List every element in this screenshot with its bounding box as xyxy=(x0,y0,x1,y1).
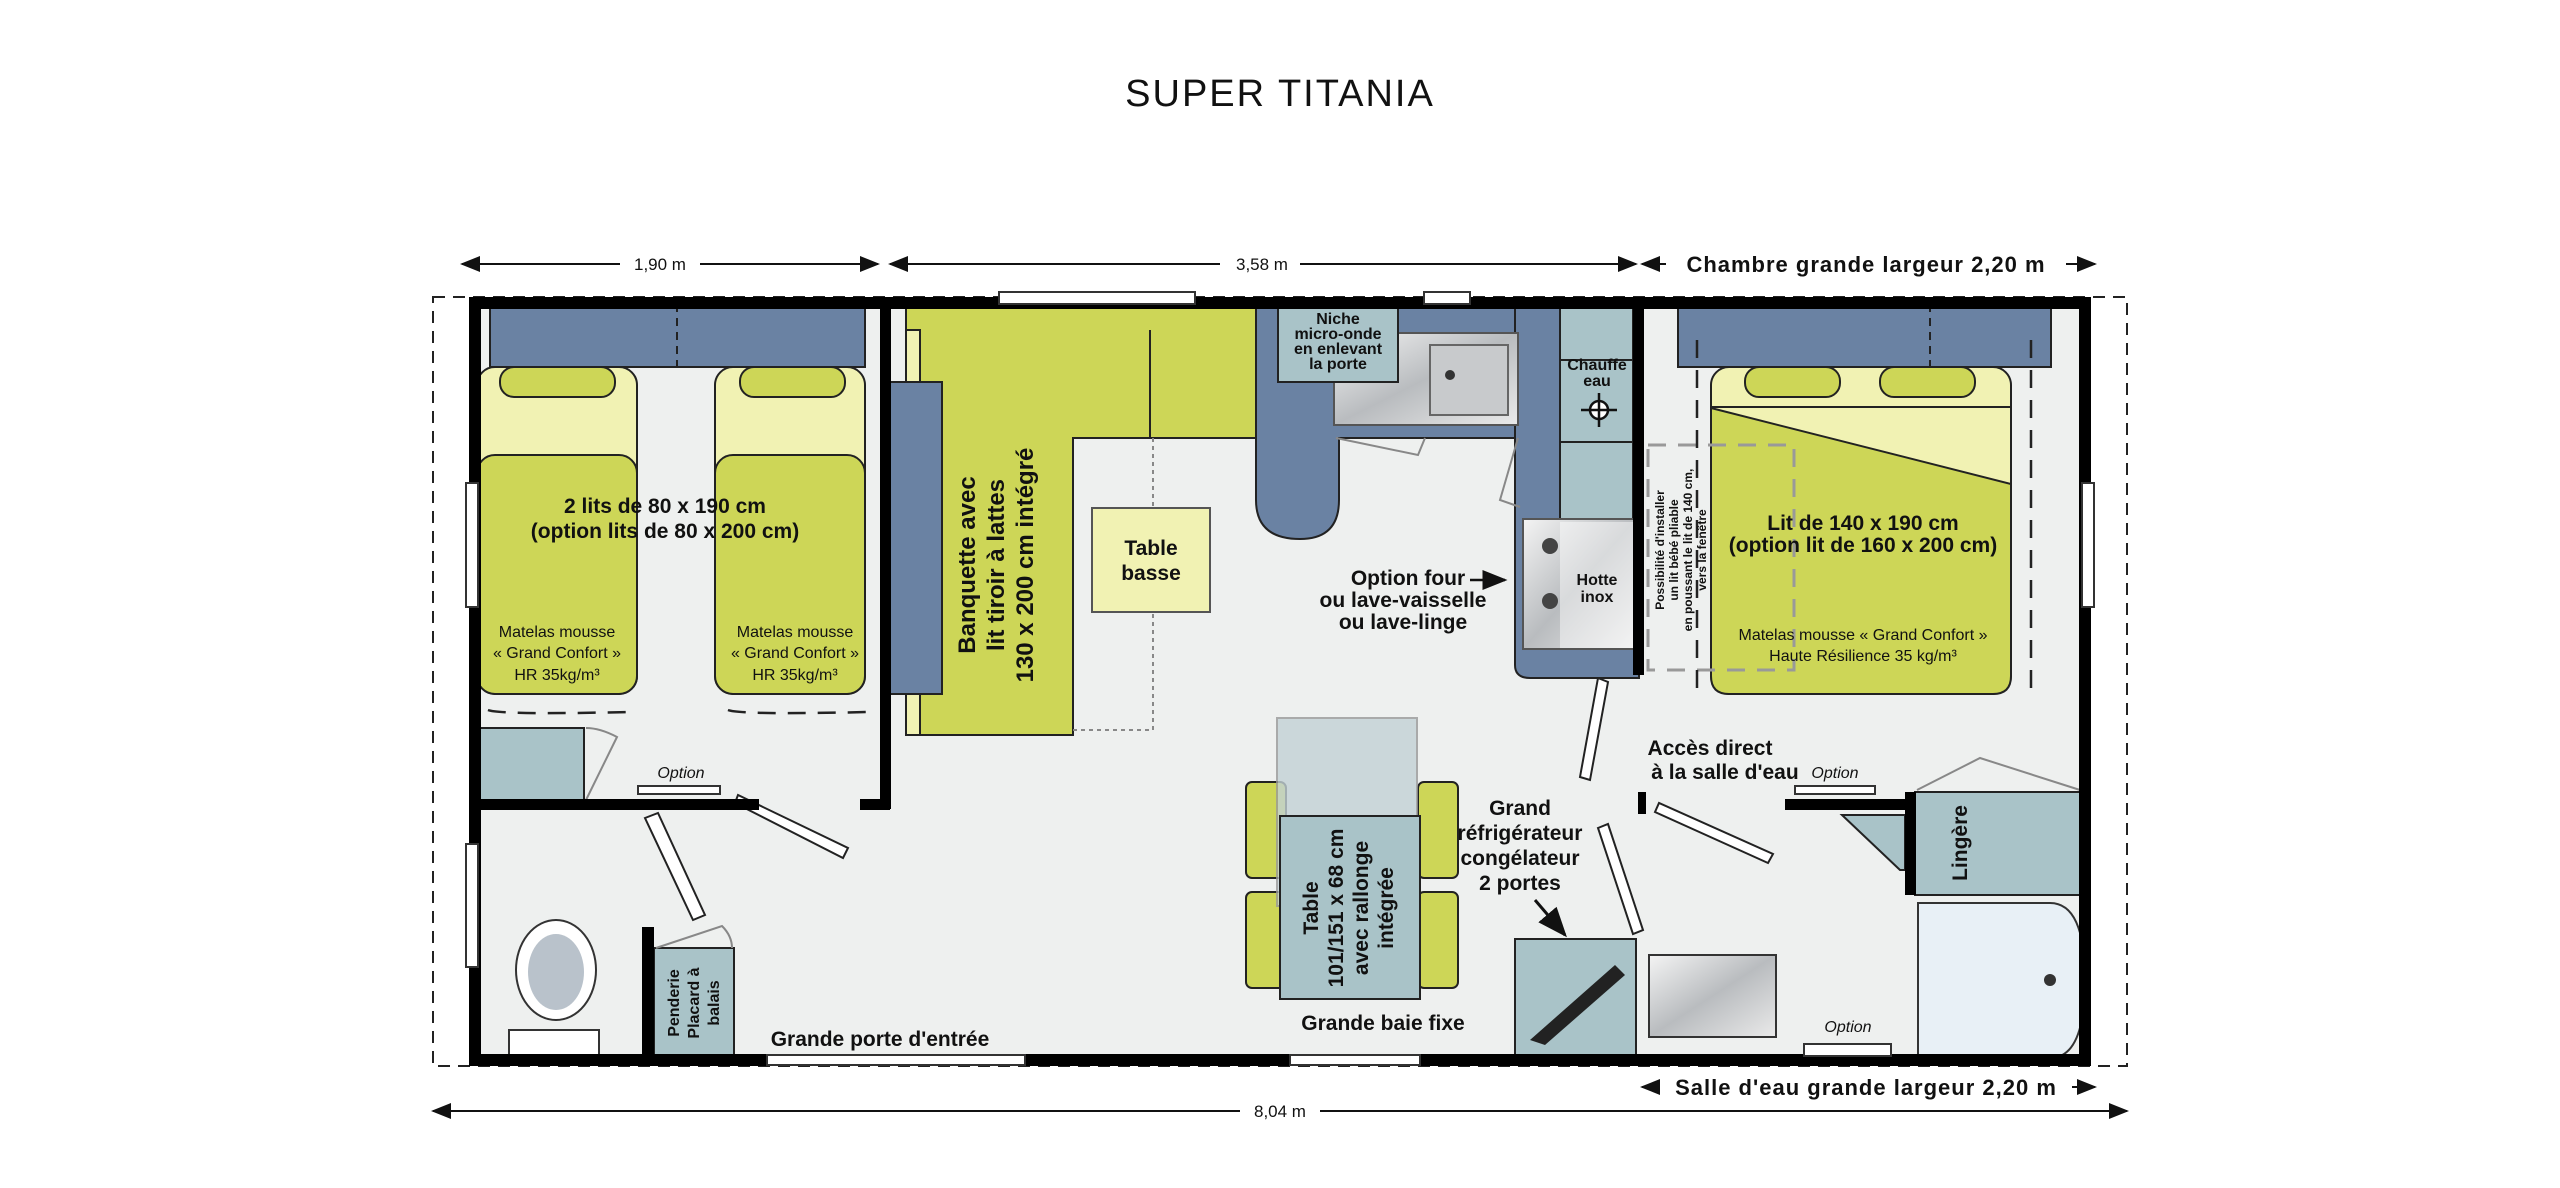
coffee-table-label: basse xyxy=(1121,562,1181,585)
oven-option-label: ou lave-vaisselle xyxy=(1320,589,1487,612)
oven-option-label: Option four xyxy=(1351,567,1465,590)
microwave-niche xyxy=(1277,303,1399,383)
dining-table-label: intégrée xyxy=(1375,867,1398,949)
closet-label: balais xyxy=(706,980,723,1025)
closet-label: Placard à xyxy=(686,967,703,1038)
coffee-table xyxy=(1091,507,1211,613)
niche-label: micro-onde xyxy=(1294,326,1381,343)
twin-bedroom: 2 lits de 80 x 190 cm (option lits de 80… xyxy=(476,303,869,801)
fridge-label: 2 portes xyxy=(1479,872,1561,895)
mattress-label: « Grand Confort » xyxy=(493,645,621,662)
hood-label: inox xyxy=(1581,589,1614,606)
direct-access-label: à la salle d'eau xyxy=(1651,761,1798,784)
linen-label: Lingère xyxy=(1949,805,1972,881)
mattress-label: « Grand Confort » xyxy=(731,645,859,662)
twin-bed-option: (option lits de 80 x 200 cm) xyxy=(531,520,799,543)
option-label: Option xyxy=(1811,765,1858,782)
baby-cot-note: Possibilité d'installer xyxy=(1653,490,1667,610)
dimension-lines: 1,90 m 3,58 m Chambre grande largeur 2,2… xyxy=(431,248,2129,1123)
water-heater-label: eau xyxy=(1583,373,1611,390)
dim-bathroom: Salle d'eau grande largeur 2,20 m xyxy=(1675,1075,2057,1100)
dining-table xyxy=(1279,815,1421,1000)
dim-left-bedroom: 1,90 m xyxy=(634,255,686,274)
washbasin xyxy=(1648,954,1777,1038)
baby-cot-note: vers la fenêtre xyxy=(1695,509,1709,591)
dim-total: 8,04 m xyxy=(1254,1102,1306,1121)
baby-cot-note: un lit bébé pliable xyxy=(1667,499,1681,601)
plan-title: SUPER TITANIA xyxy=(1125,73,1435,115)
closet-label: Penderie xyxy=(666,969,683,1037)
hob xyxy=(1522,518,1637,650)
mattress-label: Matelas mousse xyxy=(737,624,854,641)
master-bed-size: Lit de 140 x 190 cm xyxy=(1767,512,1958,535)
mattress-label: HR 35kg/m³ xyxy=(514,667,600,684)
dim-right-bedroom: Chambre grande largeur 2,20 m xyxy=(1686,252,2045,277)
hood-label: Hotte xyxy=(1577,572,1618,589)
fridge-label: Grand xyxy=(1489,797,1551,820)
master-bedroom: Lit de 140 x 190 cm (option lit de 160 x… xyxy=(1646,303,2052,695)
mattress-label: HR 35kg/m³ xyxy=(752,667,838,684)
sofa-label: 130 x 200 cm intégré xyxy=(1012,448,1039,683)
dim-living: 3,58 m xyxy=(1236,255,1288,274)
entrance-door xyxy=(766,1054,1026,1066)
mattress-label: Matelas mousse xyxy=(499,624,616,641)
closet xyxy=(653,947,735,1059)
wardrobe xyxy=(477,727,585,801)
baby-cot-note: en poussant le lit de 140 cm, xyxy=(1681,469,1695,632)
dining-table-label: Table xyxy=(1300,881,1323,934)
fridge-label: réfrigérateur xyxy=(1458,822,1583,845)
mattress-label: Matelas mousse « Grand Confort » xyxy=(1738,627,1987,644)
sofa-label: Banquette avec xyxy=(954,476,981,653)
fridge-label: congélateur xyxy=(1460,847,1579,870)
dining-table-label: avec rallonge xyxy=(1350,841,1373,975)
bathroom: Accès direct à la salle d'eau Option Lin… xyxy=(1638,737,2087,1059)
coffee-table-label: Table xyxy=(1124,537,1177,560)
sofa-label: lit tiroir à lattes xyxy=(983,479,1010,651)
niche-label: en enlevant xyxy=(1294,341,1383,358)
master-bed-option: (option lit de 160 x 200 cm) xyxy=(1729,534,1997,557)
oven-option-label: ou lave-linge xyxy=(1339,611,1467,634)
living-room: Banquette avec lit tiroir à lattes 130 x… xyxy=(643,303,1645,1059)
niche-label: la porte xyxy=(1309,356,1367,373)
dining-table-label: 101/151 x 68 cm xyxy=(1325,829,1348,988)
shower xyxy=(1917,902,2087,1059)
wc: Penderie Placard à balais xyxy=(508,919,735,1059)
fixed-window-label: Grande baie fixe xyxy=(1301,1012,1464,1035)
crosshair-icon xyxy=(1581,393,1617,427)
linen-cupboard xyxy=(1914,791,2086,896)
water-heater-label: Chauffe xyxy=(1567,357,1627,374)
windows xyxy=(465,291,2095,1066)
option-label: Option xyxy=(1824,1019,1871,1036)
niche-label: Niche xyxy=(1316,311,1360,328)
twin-bed-size: 2 lits de 80 x 190 cm xyxy=(564,495,766,518)
option-label: Option xyxy=(657,765,704,782)
direct-access-label: Accès direct xyxy=(1648,737,1773,760)
mattress-label: Haute Résilience 35 kg/m³ xyxy=(1769,648,1957,665)
dining-chairs xyxy=(1245,781,1459,989)
entrance-label: Grande porte d'entrée xyxy=(771,1028,990,1051)
